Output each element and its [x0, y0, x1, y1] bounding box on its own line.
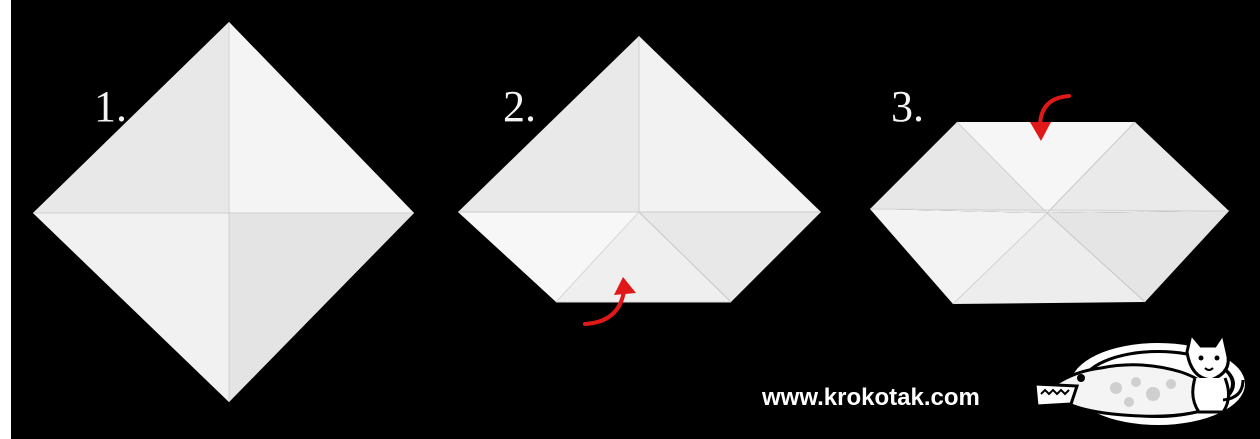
origami-steps-illustration — [11, 0, 1260, 439]
website-link[interactable]: www.krokotak.com — [762, 386, 980, 410]
step-1-paper — [33, 22, 414, 402]
instruction-panel: 1. 2. 3. www.krokotak.com — [11, 0, 1260, 439]
step-2-paper — [458, 36, 821, 302]
cat-and-crocodile-logo-icon — [1035, 334, 1245, 425]
step-3-label: 3. — [891, 85, 924, 129]
step-3-paper — [870, 122, 1229, 304]
step-2-label: 2. — [503, 85, 536, 129]
step-1-label: 1. — [94, 85, 127, 129]
